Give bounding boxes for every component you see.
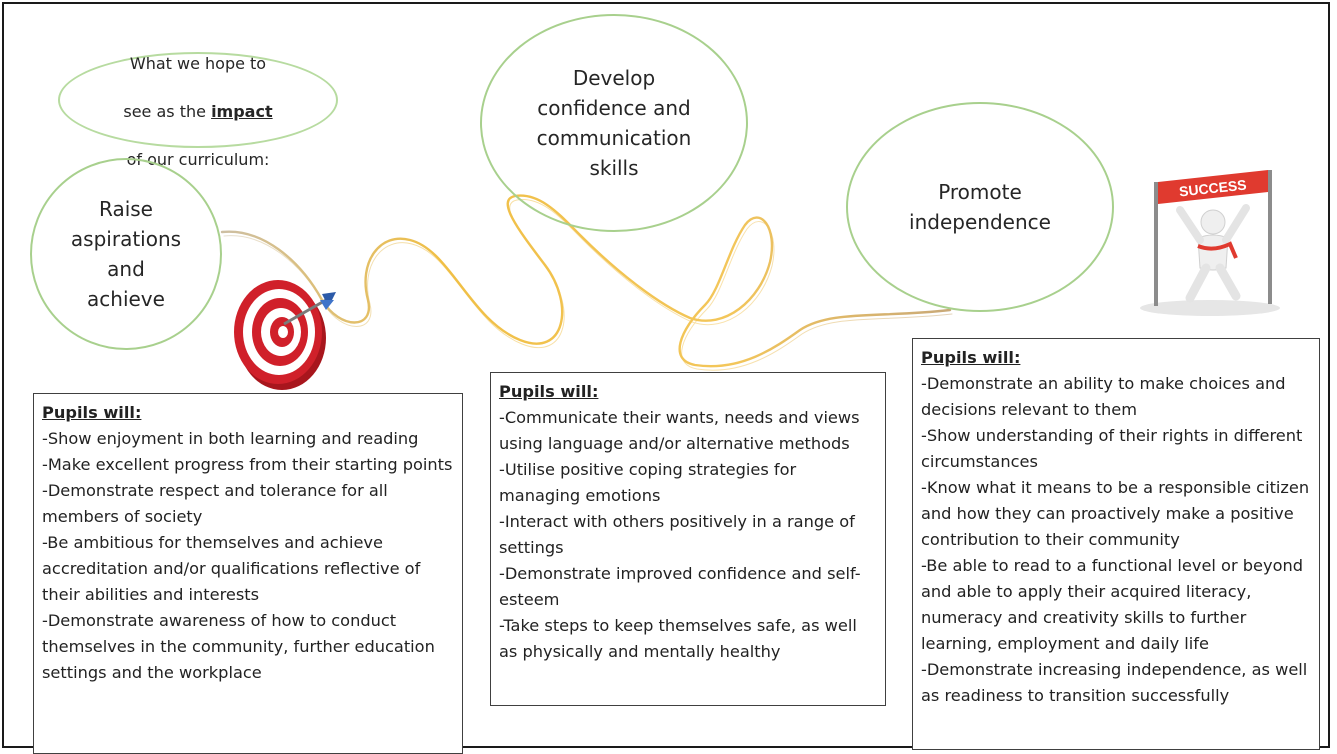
- develop-confidence-label: Develop confidence and communication ski…: [536, 66, 692, 180]
- pupils-will-box-middle: Pupils will: -Communicate their wants, n…: [490, 372, 886, 706]
- pupils-will-box-right: Pupils will: -Demonstrate an ability to …: [912, 338, 1320, 750]
- box-heading: Pupils will:: [42, 403, 142, 422]
- intro-impact-word: impact: [211, 102, 273, 121]
- intro-line-2: see as the: [123, 102, 212, 121]
- list-item: -Be ambitious for themselves and achieve…: [42, 533, 421, 604]
- success-banner-text: SUCCESS: [1178, 177, 1247, 200]
- list-item: -Demonstrate improved confidence and sel…: [499, 564, 861, 609]
- intro-oval: What we hope to see as the impact of our…: [58, 52, 338, 169]
- list-item: -Take steps to keep themselves safe, as …: [499, 616, 857, 661]
- list-item: -Demonstrate respect and tolerance for a…: [42, 481, 388, 526]
- intro-line-1: What we hope to: [129, 54, 267, 73]
- list-item: -Be able to read to a functional level o…: [921, 556, 1304, 653]
- box-heading: Pupils will:: [499, 382, 599, 401]
- list-item: -Interact with others positively in a ra…: [499, 512, 855, 557]
- raise-aspirations-oval: Raise aspirations and achieve: [30, 158, 222, 350]
- bullseye-target-icon: [234, 280, 336, 390]
- pupils-will-box-left: Pupils will: -Show enjoyment in both lea…: [33, 393, 463, 754]
- outcome-list: -Show enjoyment in both learning and rea…: [42, 426, 454, 686]
- outcome-list: -Demonstrate an ability to make choices …: [921, 371, 1311, 709]
- list-item: -Show understanding of their rights in d…: [921, 426, 1303, 471]
- list-item: -Know what it means to be a responsible …: [921, 478, 1310, 549]
- promote-independence-label: Promote independence: [909, 180, 1051, 234]
- list-item: -Make excellent progress from their star…: [42, 455, 453, 474]
- raise-aspirations-label: Raise aspirations and achieve: [70, 197, 182, 311]
- list-item: -Demonstrate an ability to make choices …: [921, 374, 1286, 419]
- develop-confidence-oval: Develop confidence and communication ski…: [480, 14, 748, 232]
- list-item: -Utilise positive coping strategies for …: [499, 460, 797, 505]
- intro-text: What we hope to see as the impact of our…: [123, 28, 272, 172]
- list-item: -Communicate their wants, needs and view…: [499, 408, 860, 453]
- list-item: -Show enjoyment in both learning and rea…: [42, 429, 419, 448]
- success-finish-line-icon: SUCCESS: [1140, 170, 1280, 316]
- list-item: -Demonstrate awareness of how to conduct…: [42, 611, 435, 682]
- promote-independence-oval: Promote independence: [846, 102, 1114, 312]
- list-item: -Demonstrate increasing independence, as…: [921, 660, 1308, 705]
- outcome-list: -Communicate their wants, needs and view…: [499, 405, 877, 665]
- box-heading: Pupils will:: [921, 348, 1021, 367]
